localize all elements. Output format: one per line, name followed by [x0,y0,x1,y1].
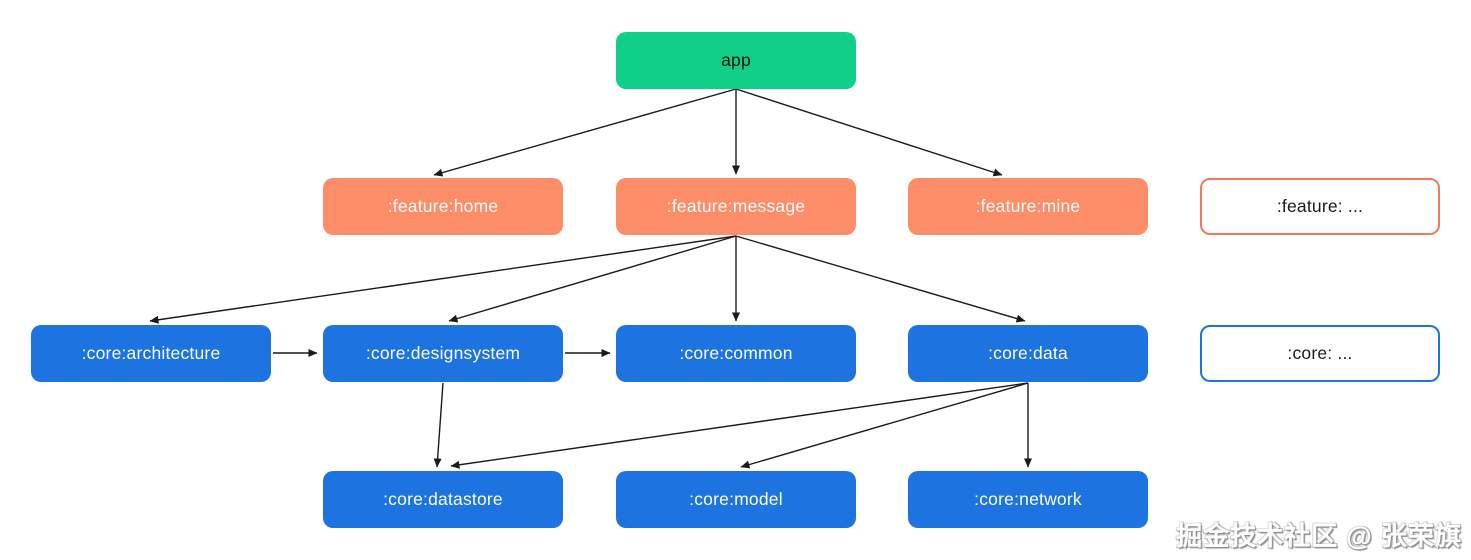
edge-designsystem-datastore [433,382,444,468]
node-feature-mine: :feature:mine [908,178,1148,235]
node-core-architecture: :core:architecture [31,325,271,382]
edge-data-model [740,382,1029,469]
node-feature-more: :feature: ... [1200,178,1440,235]
edge-message-core-designsystem [448,235,737,323]
node-core-data: :core:data [908,325,1148,382]
node-core-designsystem: :core:designsystem [323,325,563,382]
node-core-common: :core:common [616,325,856,382]
node-core-model: :core:model [616,471,856,528]
edge-message-core-data [735,235,1026,323]
edge-app-feature-home [433,88,737,177]
edge-data-datastore [450,382,1029,469]
watermark: 掘金技术社区 @ 张荣旗 [1176,521,1462,551]
node-core-datastore: :core:datastore [323,471,563,528]
node-feature-message: :feature:message [616,178,856,235]
node-feature-home: :feature:home [323,178,563,235]
edge-app-feature-mine [735,88,1003,177]
node-app: app [616,32,856,89]
edge-message-core-architecture [149,235,737,324]
node-core-network: :core:network [908,471,1148,528]
node-core-more: :core: ... [1200,325,1440,382]
